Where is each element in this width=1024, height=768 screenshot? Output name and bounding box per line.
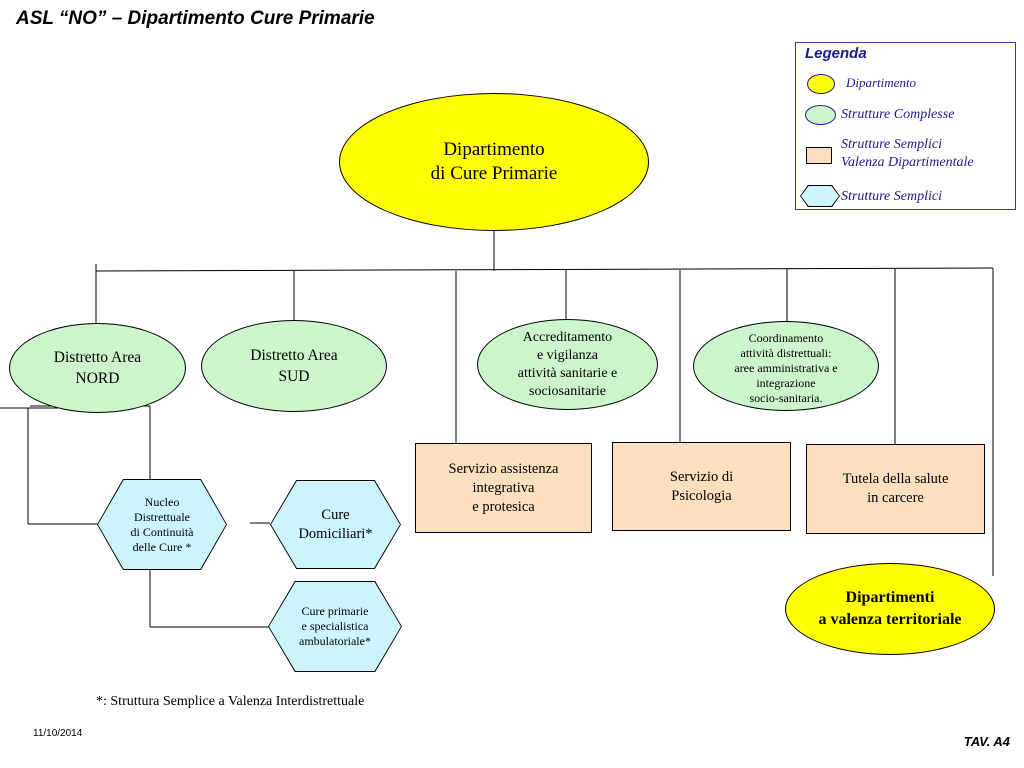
legend-swatch-strutture-semplici-dip (806, 147, 832, 164)
legend-swatch-strutture-semplici (800, 185, 840, 207)
node-nucleo-continuita: Nucleo Distrettuale di Continuità delle … (98, 480, 226, 569)
node-nucleo-frame: Nucleo Distrettuale di Continuità delle … (97, 479, 227, 570)
node-distretto-sud: Distretto Area SUD (201, 320, 387, 412)
node-cure-domiciliari: Cure Domiciliari* (271, 481, 400, 568)
node-distretto-nord: Distretto Area NORD (9, 323, 186, 413)
node-servizio-assistenza: Servizio assistenza integrativa e protes… (415, 443, 592, 533)
legend-label-strutture-complesse: Strutture Complesse (841, 107, 955, 122)
legend-label-dipartimento: Dipartimento (846, 75, 917, 90)
node-cure-domiciliari-frame: Cure Domiciliari* (270, 480, 401, 569)
node-cure-primarie-frame: Cure primarie e specialistica ambulatori… (268, 581, 402, 672)
node-cure-primarie-specialistica: Cure primarie e specialistica ambulatori… (269, 582, 401, 671)
node-coordinamento: Coordinamento attività distrettuali: are… (693, 321, 879, 411)
node-dipartimento-cure-primarie: Dipartimento di Cure Primarie (339, 93, 649, 231)
node-servizio-psicologia: Servizio di Psicologia (612, 442, 791, 531)
legend-title: Legenda (805, 45, 867, 62)
page-title: ASL “NO” – Dipartimento Cure Primarie (16, 8, 375, 29)
date-label: 11/10/2014 (33, 728, 83, 739)
legend-swatch-dipartimento (807, 74, 835, 94)
legend-label-strutture-semplici-dip: Strutture Semplici Valenza Dipartimental… (841, 137, 974, 170)
node-tutela-salute: Tutela della salute in carcere (806, 444, 985, 534)
node-dipartimenti-territoriale: Dipartimenti a valenza territoriale (785, 563, 995, 655)
node-accreditamento: Accreditamento e vigilanza attività sani… (477, 319, 658, 410)
legend-swatch-strutture-complesse (805, 105, 836, 125)
legend-box: Legenda Dipartimento Strutture Complesse… (795, 42, 1016, 210)
legend-label-strutture-semplici: Strutture Semplici (841, 189, 942, 204)
footnote: *: Struttura Semplice a Valenza Interdis… (96, 694, 365, 709)
table-reference: TAV. A4 (963, 734, 1010, 749)
